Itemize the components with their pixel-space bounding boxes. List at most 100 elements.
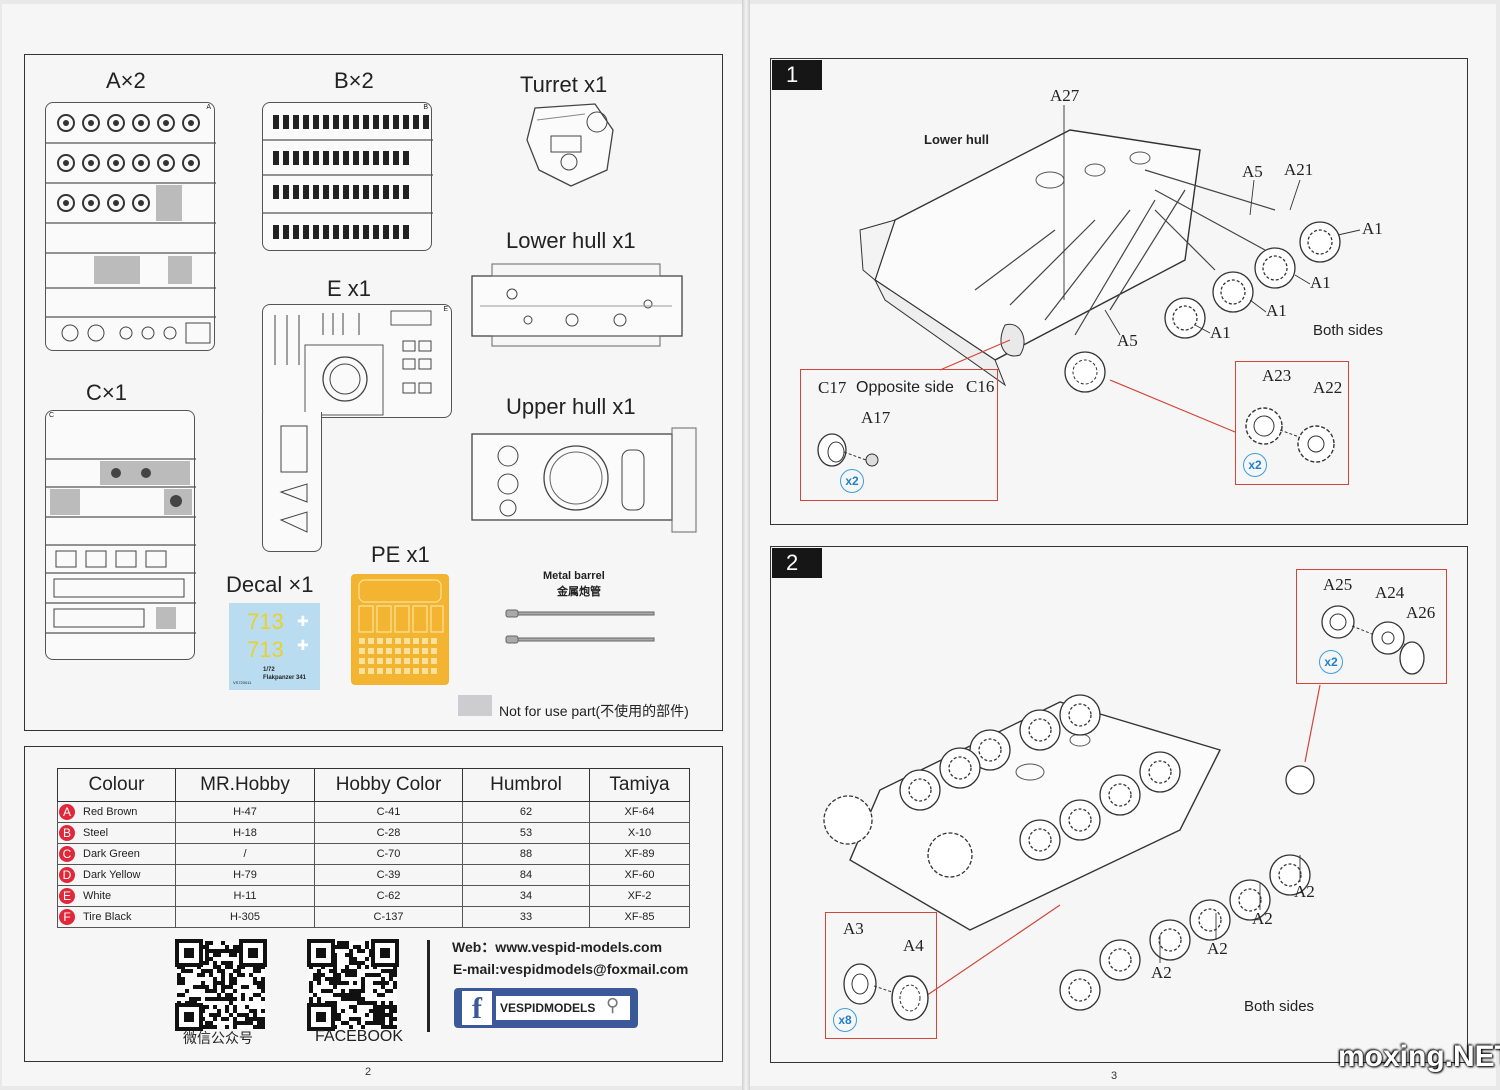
track-link-part xyxy=(293,151,299,165)
step1-callout-left xyxy=(800,369,998,501)
qr-module xyxy=(221,981,225,985)
qr-module xyxy=(229,965,233,969)
roadwheel-hub xyxy=(113,200,119,206)
qr-module xyxy=(341,993,345,997)
qr-module xyxy=(249,997,253,1001)
qr-module xyxy=(357,997,361,1001)
part-a2-1: A2 xyxy=(1294,882,1315,901)
paint-key-badge: E xyxy=(59,888,75,904)
qr-module xyxy=(209,997,213,1001)
pe-piece xyxy=(368,668,374,674)
qr-module xyxy=(221,985,225,989)
roadwheel-hub xyxy=(88,120,94,126)
track-link-part xyxy=(343,225,349,239)
step1-c17-part-drawing xyxy=(817,433,879,467)
qr-module xyxy=(361,1001,365,1005)
qr-module xyxy=(253,1013,257,1017)
roadwheel xyxy=(1139,751,1181,793)
pe-piece xyxy=(377,658,383,664)
sprue-e-tail-drawing xyxy=(279,425,308,533)
pe-piece xyxy=(422,648,428,654)
decal-title: Decal ×1 xyxy=(226,572,314,597)
qr-module xyxy=(221,989,225,993)
qr-module xyxy=(233,989,237,993)
qr-module xyxy=(349,1005,353,1009)
track-link-part xyxy=(393,115,399,129)
sprue-e-tail xyxy=(262,412,322,552)
qr-module xyxy=(261,989,265,993)
facebook-badge[interactable]: f VESPIDMODELS ⚲ xyxy=(454,988,638,1028)
qr-module xyxy=(233,1017,237,1021)
roadwheel-hub xyxy=(63,200,69,206)
part-c17: C17 xyxy=(818,378,847,397)
qr-module xyxy=(177,973,181,977)
qr-module xyxy=(257,993,261,997)
lower-hull-title: Lower hull x1 xyxy=(506,228,636,253)
pe-piece xyxy=(431,648,437,654)
roadwheel-detail xyxy=(1028,828,1052,852)
track-link-part xyxy=(373,225,379,239)
qr-module xyxy=(389,1009,393,1013)
cross-icon: ✚ xyxy=(297,637,309,653)
qr-finder-center xyxy=(184,948,194,958)
qr-module xyxy=(205,985,209,989)
track-link-part xyxy=(293,115,299,129)
qr-module xyxy=(365,945,369,949)
qr-module xyxy=(381,1009,385,1013)
qr-module xyxy=(365,957,369,961)
qr-module xyxy=(309,989,313,993)
qr-module xyxy=(249,1017,253,1021)
step-1-panel xyxy=(770,58,1468,525)
qr-module xyxy=(237,973,241,977)
track-link-part xyxy=(353,185,359,199)
pe-piece xyxy=(431,658,437,664)
qr-module xyxy=(197,997,201,1001)
pe-piece xyxy=(386,658,392,664)
paint-name-text: Tire Black xyxy=(83,910,132,923)
roadwheel xyxy=(899,769,941,811)
email-text[interactable]: E-mail:vespidmodels@foxmail.com xyxy=(453,961,689,977)
qr-module xyxy=(369,1001,373,1005)
qr-module xyxy=(193,997,197,1001)
qr-module xyxy=(393,985,397,989)
qr-module xyxy=(313,977,317,981)
pe-piece xyxy=(431,668,437,674)
paint-key-badge: C xyxy=(59,846,75,862)
track-link-part xyxy=(333,115,339,129)
qr-module xyxy=(385,969,389,973)
wechat-qr-code xyxy=(175,939,267,1031)
sprue-a: A xyxy=(45,102,216,351)
pe-piece xyxy=(413,658,419,664)
sprue-e: E xyxy=(262,304,452,418)
qr-module xyxy=(205,969,209,973)
qr-module xyxy=(221,961,225,965)
roadwheel-detail xyxy=(1158,928,1182,952)
qr-module xyxy=(229,1001,233,1005)
qr-module xyxy=(345,973,349,977)
qr-module xyxy=(317,981,321,985)
step1-both-sides: Both sides xyxy=(1313,322,1384,339)
pe-title: PE x1 xyxy=(371,542,430,567)
qr-module xyxy=(261,1025,265,1029)
qr-module xyxy=(221,969,225,973)
qr-module xyxy=(309,981,313,985)
qr-module xyxy=(233,977,237,981)
qr-module xyxy=(361,949,365,953)
qr-module xyxy=(213,997,217,1001)
sprue-a-letter: A xyxy=(206,104,211,111)
website-text[interactable]: Web：www.vespid-models.com xyxy=(452,939,663,955)
qr-module xyxy=(361,989,365,993)
qr-module xyxy=(233,945,237,949)
roadwheel xyxy=(1099,774,1141,816)
not-for-use-label: Not for use part(不使用的部件) xyxy=(499,703,689,719)
qr-module xyxy=(229,981,233,985)
track-link-part xyxy=(323,185,329,199)
track-link-part xyxy=(363,151,369,165)
track-link-part xyxy=(403,225,409,239)
roadwheel-detail xyxy=(1148,760,1172,784)
pe-piece xyxy=(395,648,401,654)
qr-module xyxy=(249,1021,253,1025)
